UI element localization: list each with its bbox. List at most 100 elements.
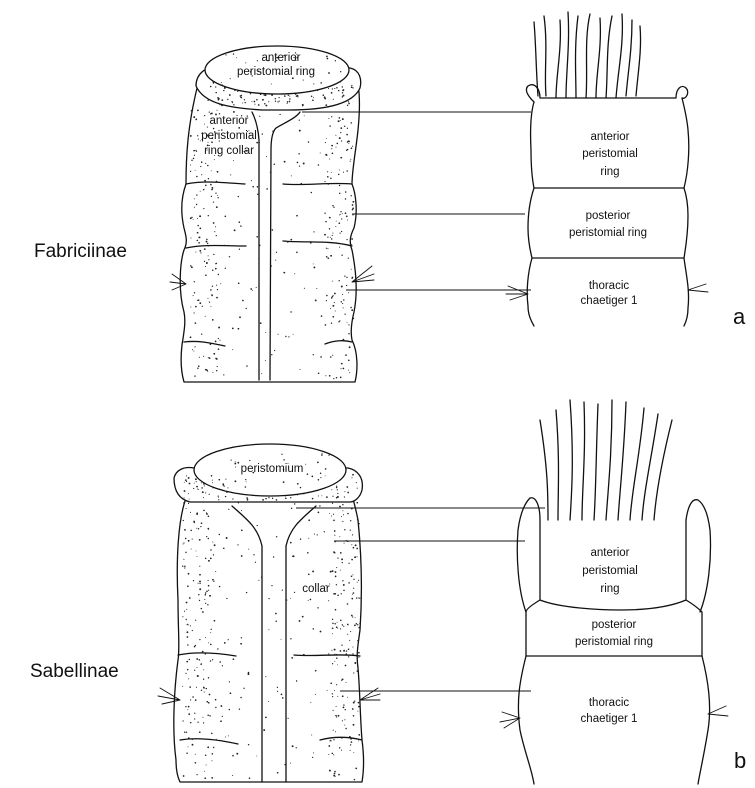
stipple-dot xyxy=(357,582,358,583)
stipple-dot xyxy=(346,215,348,217)
stipple-dot xyxy=(341,301,342,302)
stipple-dot xyxy=(195,150,196,151)
stipple-dot xyxy=(185,706,186,707)
stipple-dot xyxy=(318,164,320,166)
stipple-dot xyxy=(214,231,215,232)
stipple-dot xyxy=(206,512,207,513)
stipple-dot xyxy=(200,166,201,167)
stipple-dot xyxy=(285,498,287,500)
stipple-dot xyxy=(332,570,334,572)
stipple-dot xyxy=(188,503,189,504)
stipple-dot xyxy=(239,249,240,250)
stipple-dot xyxy=(194,718,195,719)
stipple-dot xyxy=(207,371,208,372)
stipple-dot xyxy=(232,755,234,757)
stipple-dot xyxy=(182,543,183,544)
stipple-dot xyxy=(205,592,207,594)
stipple-dot xyxy=(346,653,348,655)
stipple-dot xyxy=(330,571,332,573)
stipple-dot xyxy=(183,520,184,521)
stipple-dot xyxy=(239,316,241,318)
stipple-dot xyxy=(357,488,358,489)
stipple-dot xyxy=(314,534,315,535)
right-label-posterior-peristomial-ring: peristomial ring xyxy=(575,636,653,648)
stipple-dot xyxy=(234,480,236,482)
stipple-dot xyxy=(224,215,226,217)
stipple-dot xyxy=(236,57,237,58)
stipple-dot xyxy=(347,634,348,635)
stipple-dot xyxy=(341,738,342,739)
stipple-dot xyxy=(353,579,354,580)
lateral-collar-lobe xyxy=(517,498,540,612)
stipple-dot xyxy=(199,302,201,304)
stipple-dot xyxy=(228,639,229,640)
stipple-dot xyxy=(337,557,338,558)
stipple-dot xyxy=(198,489,199,490)
stipple-dot xyxy=(199,588,201,590)
stipple-dot xyxy=(326,300,327,301)
stipple-dot xyxy=(211,170,212,171)
stipple-dot xyxy=(186,619,187,620)
panel-a: anterior peristomial ring anterior peris… xyxy=(34,12,746,382)
stipple-dot xyxy=(192,696,194,698)
stipple-dot xyxy=(340,120,341,121)
stipple-dot xyxy=(240,225,241,226)
stipple-dot xyxy=(311,735,312,736)
stipple-dot xyxy=(332,627,334,629)
stipple-dot xyxy=(233,160,234,161)
stipple-dot xyxy=(209,302,210,303)
stipple-dot xyxy=(330,255,332,257)
stipple-dot xyxy=(358,734,360,736)
subfamily-label-sabellinae: Sabellinae xyxy=(30,661,119,682)
stipple-dot xyxy=(342,92,343,93)
stipple-dot xyxy=(281,639,282,640)
stipple-dot xyxy=(327,690,328,691)
stipple-dot xyxy=(210,549,211,550)
stipple-dot xyxy=(358,627,360,629)
stipple-dot xyxy=(206,688,207,689)
stipple-dot xyxy=(205,274,207,276)
stipple-dot xyxy=(351,615,353,617)
stipple-dot xyxy=(312,570,314,572)
stipple-dot xyxy=(329,125,330,126)
stipple-dot xyxy=(302,104,304,106)
stipple-dot xyxy=(324,98,326,100)
stipple-dot xyxy=(324,531,325,532)
stipple-dot xyxy=(195,252,196,253)
stipple-dot xyxy=(329,159,330,160)
stipple-dot xyxy=(356,502,358,504)
stipple-dot xyxy=(330,178,331,179)
stipple-dot xyxy=(212,286,213,287)
stipple-dot xyxy=(211,733,213,735)
stipple-dot xyxy=(232,88,233,89)
stipple-dot xyxy=(354,662,356,664)
stipple-dot xyxy=(348,582,350,584)
stipple-dot xyxy=(265,105,267,107)
stipple-dot xyxy=(332,295,333,296)
stipple-dot xyxy=(215,226,216,227)
stipple-dot xyxy=(285,648,286,649)
stipple-dot xyxy=(248,549,249,550)
stipple-dot xyxy=(334,649,336,651)
stipple-dot xyxy=(348,563,349,564)
stipple-dot xyxy=(194,198,195,199)
stipple-dot xyxy=(290,763,291,764)
stipple-dot xyxy=(209,494,210,495)
left-label-collar: anterior xyxy=(210,115,249,127)
stipple-dot xyxy=(337,696,338,697)
stipple-dot xyxy=(206,701,208,703)
stipple-dot xyxy=(326,295,328,297)
stipple-dot xyxy=(205,163,206,164)
stipple-dot xyxy=(186,661,188,663)
stipple-dot xyxy=(210,289,212,291)
stipple-dot xyxy=(336,657,338,659)
stipple-dot xyxy=(257,186,259,188)
stipple-dot xyxy=(188,713,190,715)
stipple-dot xyxy=(327,171,328,172)
stipple-dot xyxy=(299,119,300,120)
stipple-dot xyxy=(294,592,295,593)
stipple-dot xyxy=(235,466,236,467)
stipple-dot xyxy=(318,373,320,375)
stipple-dot xyxy=(316,288,317,289)
stipple-dot xyxy=(188,737,190,739)
